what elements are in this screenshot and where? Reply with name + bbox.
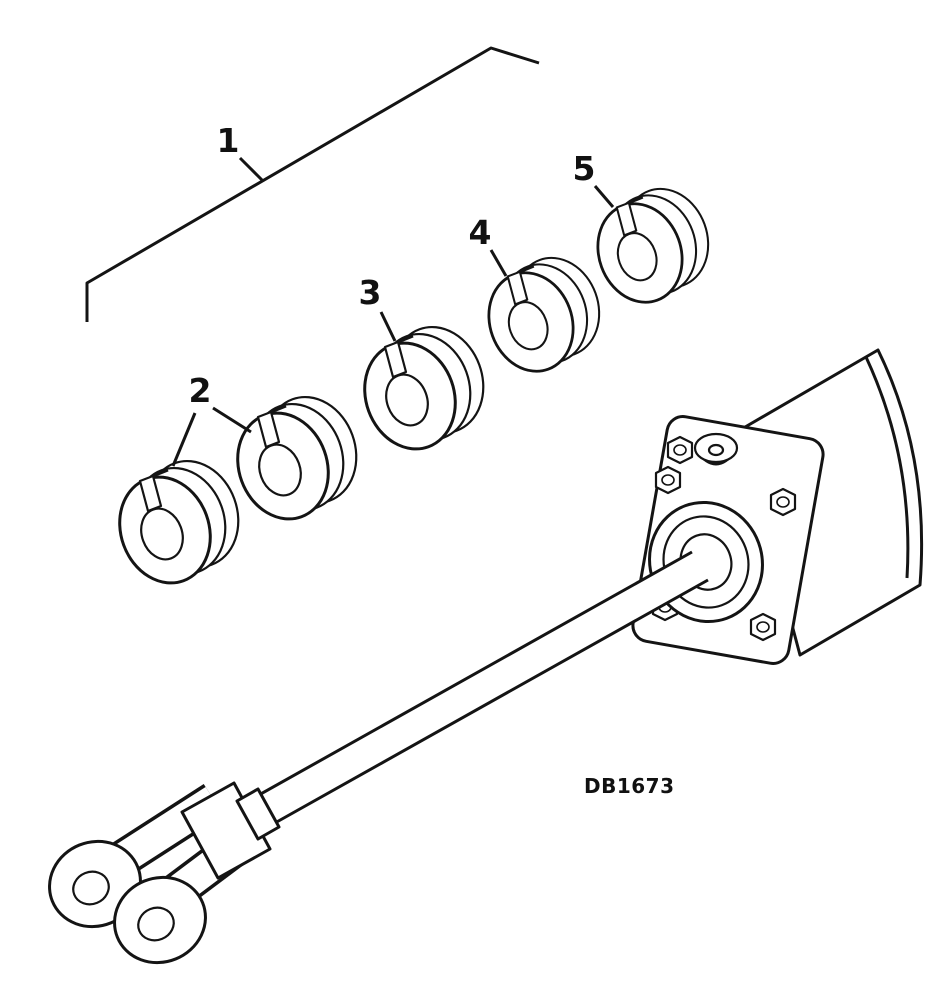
flange-bolt-bottom-right xyxy=(749,612,777,642)
callout-2-leader-a xyxy=(171,412,197,467)
drawing-number: DB1673 xyxy=(584,774,675,798)
callout-3-label: 3 xyxy=(359,273,382,312)
clevis-pin-hole-near xyxy=(137,906,175,942)
cylinder-assembly xyxy=(48,348,924,965)
rod-clevis xyxy=(48,781,281,965)
callout-5-label: 5 xyxy=(573,149,596,188)
callout-2-leader-b xyxy=(212,406,252,434)
callout-4-leader xyxy=(489,249,508,277)
clevis-pin-hole-far xyxy=(72,870,110,906)
callout-2-label: 2 xyxy=(189,371,212,410)
flange-bolt-top-left xyxy=(666,435,694,465)
seal-ring-2 xyxy=(221,382,373,534)
piston-rod xyxy=(249,550,709,830)
callouts: 1 2 3 4 5 xyxy=(85,46,615,467)
seal-ring-4 xyxy=(473,244,615,385)
flange-bolt-right xyxy=(769,487,797,517)
callout-3-leader xyxy=(379,311,397,342)
flange-nut-top-left xyxy=(654,465,682,495)
callout-5-leader xyxy=(593,185,615,208)
callout-1-leader xyxy=(238,156,265,183)
callout-4-label: 4 xyxy=(469,213,492,252)
port-hole xyxy=(707,443,725,457)
rod-collar xyxy=(235,787,281,841)
seal-ring-1 xyxy=(103,446,255,598)
callout-1-label: 1 xyxy=(217,121,240,160)
callout-1-bracket xyxy=(85,46,540,322)
seal-ring-3 xyxy=(348,312,500,464)
